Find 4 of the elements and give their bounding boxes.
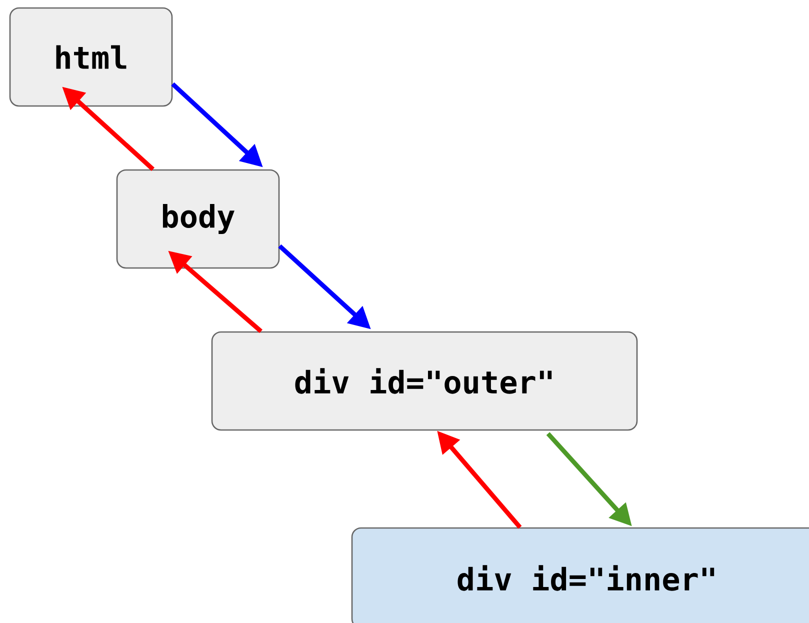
element-box: body: [116, 169, 280, 269]
element-box: html: [9, 7, 173, 107]
element-box: div id="outer": [211, 331, 638, 431]
element-box: div id="inner": [351, 527, 809, 623]
